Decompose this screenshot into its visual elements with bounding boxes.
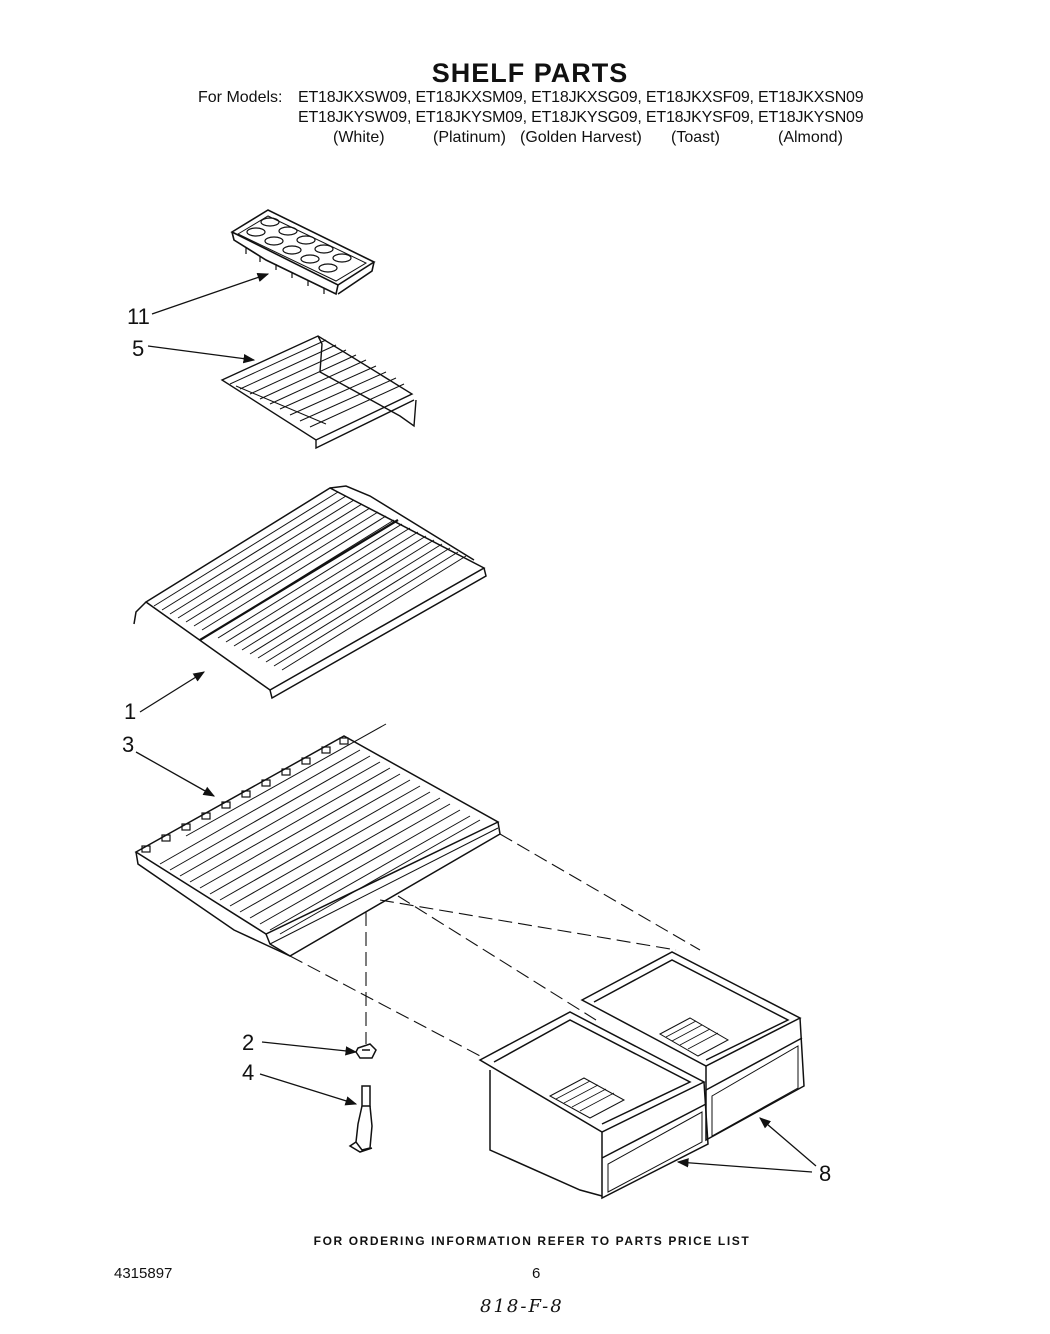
crisper-drawer-left [478,1011,709,1200]
callout-5: 5 [132,336,144,361]
half-wire-shelf [220,335,417,450]
callout-3: 3 [122,732,134,757]
color-white: (White) [333,129,385,146]
shelf-support [355,1043,377,1059]
color-golden-harvest: (Golden Harvest) [520,129,642,146]
callout-1: 1 [124,699,136,724]
callout-8: 8 [819,1161,831,1186]
color-toast: (Toast) [671,129,720,146]
document-number: 4315897 [114,1265,173,1282]
callout-11: 11 [127,304,150,329]
callout-2: 2 [242,1030,254,1055]
ice-cube-tray [230,209,376,296]
assembly-guide-lines [289,833,701,1059]
callout-4: 4 [242,1060,254,1085]
crisper-cover-shelf [134,723,501,957]
models-row-2: ET18JKYSW09, ET18JKYSM09, ET18JKYSG09, E… [298,109,864,126]
handwritten-note: 818-F-8 [480,1296,564,1317]
crisper-drawer-right [580,951,805,1142]
full-wire-shelf [133,485,487,700]
color-almond: (Almond) [778,129,843,146]
models-row-1: ET18JKXSW09, ET18JKXSM09, ET18JKXSG09, E… [298,89,864,106]
callout-leaders [135,273,817,1173]
page-title: SHELF PARTS [431,58,629,88]
mounting-screw [348,1085,373,1153]
page-number: 6 [532,1265,541,1282]
ordering-note: FOR ORDERING INFORMATION REFER TO PARTS … [313,1234,751,1248]
color-platinum: (Platinum) [433,129,506,146]
models-label: For Models: [198,89,283,106]
